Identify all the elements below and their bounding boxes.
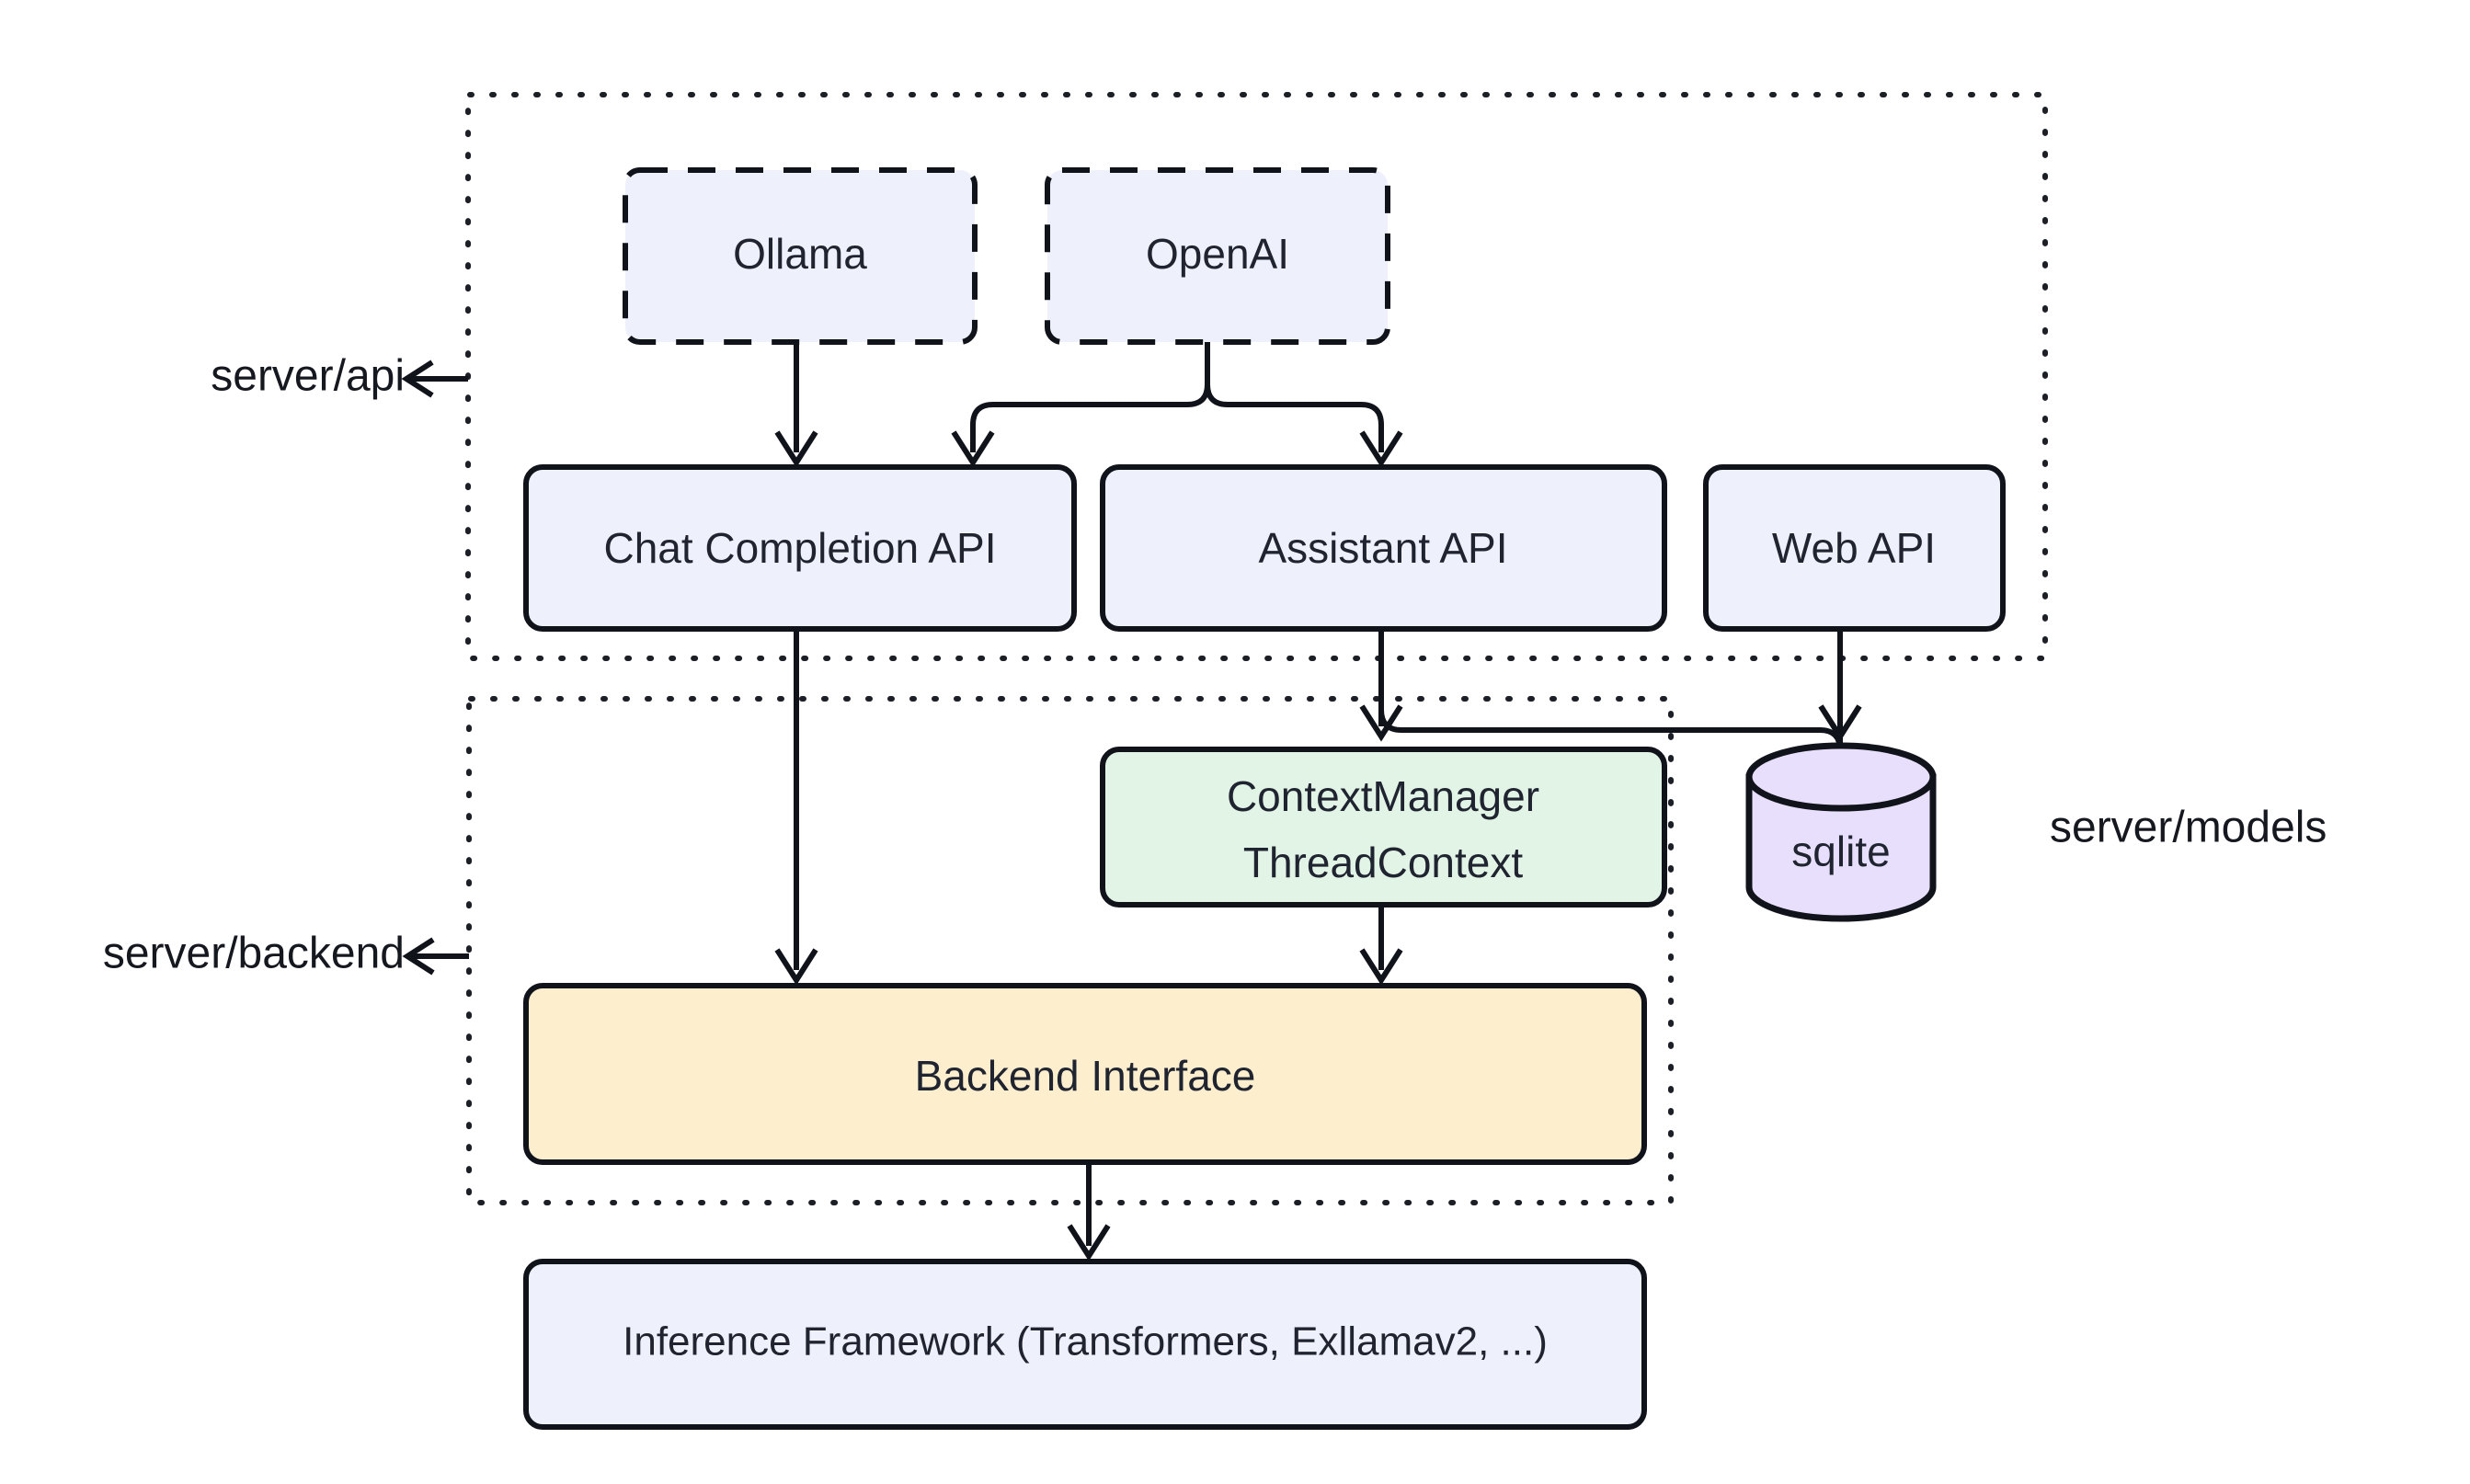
edge-assistant-api-to-sqlite — [1378, 629, 1862, 753]
node-backend-interface-label: Backend Interface — [915, 1052, 1256, 1100]
node-context-manager[interactable]: ContextManager ThreadContext — [1100, 747, 1667, 908]
node-context-manager-label-line2: ThreadContext — [1243, 839, 1523, 886]
node-ollama-box[interactable] — [623, 167, 978, 345]
node-assistant-api-label: Assistant API — [1258, 524, 1507, 572]
cluster-label-server-api-text: server/api — [211, 352, 405, 401]
node-chat-completion-api-label: Chat Completion API — [603, 524, 996, 572]
node-sqlite[interactable]: sqlite — [1745, 742, 1937, 922]
edge-openai-to-chat-api — [951, 342, 1210, 468]
node-assistant-api[interactable]: Assistant API — [1100, 464, 1667, 632]
node-openai[interactable]: OpenAI — [1045, 167, 1390, 345]
node-inference-framework-box[interactable] — [523, 1259, 1647, 1430]
edge-web-api-to-sqlite — [1818, 629, 1862, 742]
node-ollama-label: Ollama — [733, 230, 867, 278]
node-backend-interface-box[interactable] — [523, 983, 1647, 1165]
node-inference-framework-label: Inference Framework (Transformers, Exlla… — [623, 1319, 1548, 1364]
cluster-label-server-backend-text: server/backend — [103, 930, 405, 978]
node-openai-box[interactable] — [1045, 167, 1390, 345]
node-context-manager-box[interactable] — [1100, 747, 1667, 908]
cluster-label-server-api-arrow-icon — [401, 360, 468, 398]
edge-context-manager-to-backend-interface — [1359, 905, 1403, 986]
node-ollama[interactable]: Ollama — [623, 167, 978, 345]
node-backend-interface[interactable]: Backend Interface — [523, 983, 1647, 1165]
cluster-label-server-backend-arrow-icon — [402, 937, 469, 976]
node-openai-label: OpenAI — [1146, 230, 1289, 278]
node-chat-completion-api-box[interactable] — [523, 464, 1077, 632]
node-inference-framework[interactable]: Inference Framework (Transformers, Exlla… — [523, 1259, 1647, 1430]
node-sqlite-cylinder-body[interactable] — [1745, 773, 1937, 922]
cluster-label-server-models: server/models — [2050, 804, 2327, 852]
node-web-api-label: Web API — [1772, 524, 1936, 572]
node-context-manager-label-line1: ContextManager — [1227, 772, 1539, 820]
node-chat-completion-api[interactable]: Chat Completion API — [523, 464, 1077, 632]
node-sqlite-cylinder-top — [1745, 742, 1937, 812]
node-assistant-api-box[interactable] — [1100, 464, 1667, 632]
cluster-label-server-api: server/api — [211, 352, 468, 401]
edge-chat-api-to-backend-interface — [774, 629, 818, 986]
edge-openai-to-assistant-api — [1205, 342, 1403, 468]
cluster-label-server-backend: server/backend — [103, 930, 469, 978]
edge-ollama-to-chat-api — [774, 342, 818, 468]
cluster-server-backend — [466, 696, 1674, 1205]
cluster-label-server-models-text: server/models — [2050, 804, 2327, 852]
node-sqlite-label: sqlite — [1791, 828, 1890, 875]
node-web-api-box[interactable] — [1703, 464, 2006, 632]
node-web-api[interactable]: Web API — [1703, 464, 2006, 632]
edge-backend-interface-to-inference-framework — [1067, 1162, 1111, 1261]
